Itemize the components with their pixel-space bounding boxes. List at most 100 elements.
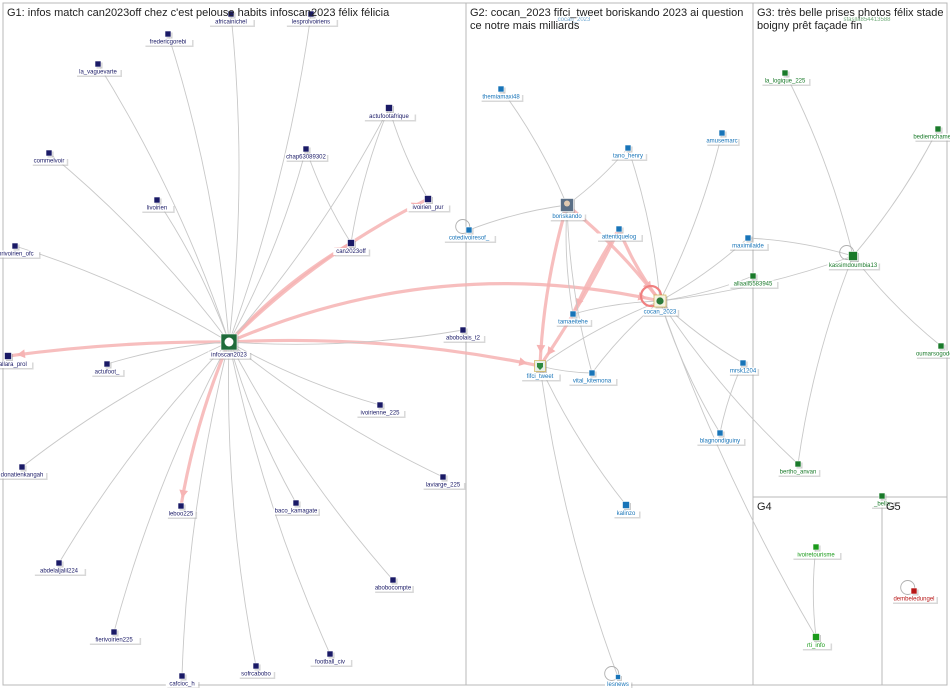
node-avatar [740,360,746,366]
node-label: blagnondiguiny [700,439,740,445]
g4-title: G4 [757,501,772,513]
node-avatar [938,343,944,349]
node-avatar [165,31,171,37]
node-label: amusemarc [706,139,737,145]
node-label: attentiquelog [602,235,636,241]
node-label: abobolais_t2 [446,336,481,342]
node-label: ivoirien_pur [412,205,443,211]
node-avatar [19,464,25,470]
node-avatar [745,235,751,241]
node-label: kalinzo [617,511,636,517]
node-avatar [293,500,299,506]
node-avatar [498,86,504,92]
node-label: fredericgorebi [150,40,187,46]
node-label: can2023off [336,249,366,255]
node-label: maximilaide [732,244,764,250]
node-avatar [303,146,309,152]
node-label: la_vaguevarte [79,70,117,76]
node-label: cafcioc_h [169,682,194,688]
node-label: lesprolvoiriens [292,20,330,26]
node-label: cotedivoiresof_ [449,236,490,242]
node-label: la_logique_225 [765,79,806,85]
node-label: oumarsogodogo13 [916,352,950,358]
node-avatar [386,105,393,112]
node-label: ivoirienne_225 [360,411,400,417]
pane-g3 [753,3,947,497]
node-avatar [813,634,820,641]
node-avatar [348,240,355,247]
node-avatar [623,502,630,509]
node-avatar [56,560,62,566]
node-avatar [879,493,885,499]
node-avatar [12,243,18,249]
node-label: dembeledungel [893,597,934,603]
node-label: tano_henry [613,154,643,160]
node-avatar [390,577,396,583]
node-label: mrsk1204 [730,369,757,375]
node-avatar [750,273,756,279]
node-avatar [466,227,472,233]
node-avatar [589,370,595,376]
node-avatar [460,327,466,333]
node-avatar [5,353,12,360]
node-label: abdelaljalil224 [40,569,79,575]
node-avatar [178,503,184,509]
node-avatar [377,402,383,408]
g3-title-line2: boigny prêt façade fin [757,20,862,32]
g2-title-line1: G2: cocan_2023 fifci_tweet boriskando 20… [470,7,743,19]
node-label: actufootafrique [369,114,409,120]
node-label: vital_kitemona [573,379,612,385]
portrait-icon [564,201,570,207]
node-label: bediemchamedm8 [913,135,950,141]
g1-title: G1: infos match can2023off chez c'est pe… [7,7,390,19]
node-avatar [782,70,788,76]
node-label: commelvoir [34,159,65,165]
node-avatar [625,145,631,151]
node-avatar [440,474,446,480]
node-label: abobocompte [375,586,412,592]
node-label: actufoot_ [95,370,120,376]
node-avatar [570,311,576,317]
badge-icon [225,338,234,347]
node-label: cocan_2023 [644,310,677,316]
node-label: africainichel [215,20,247,26]
node-label: rti_info [807,643,826,649]
node-avatar [719,130,725,136]
node-avatar [327,651,333,657]
node-avatar [111,629,117,635]
node-label: lesnews [607,682,629,688]
node-avatar [179,673,185,679]
node-label: fierivoirien225 [95,638,133,644]
g3-title-line1: G3: très belle prises photos félix stade [757,7,943,19]
node-label: infoscan2023 [211,353,247,359]
node-avatar [935,126,941,132]
node-label: bertho_anvan [780,470,817,476]
node-label: chap63089302 [286,155,326,161]
node-label: mrivoirien_ofc [0,252,34,258]
node-label: themiamaxi48 [482,95,520,101]
node-label: football_civ [315,660,345,666]
node-label: boriskando [552,214,582,220]
node-avatar [104,361,110,367]
node-label: baco_kamagate [275,509,318,515]
node-label: allaall5583945 [734,282,773,288]
node-label: acuallara_prol [0,362,27,368]
node-avatar [95,61,101,67]
node-avatar [154,197,160,203]
node-label: leboo225 [169,512,194,518]
g5-title: G5 [886,501,901,513]
node-label: livoirien [147,206,167,212]
pane-g2 [466,3,753,685]
node-avatar [253,663,259,669]
node-avatar [46,150,52,156]
node-label: fifci_tweet [527,374,554,380]
node-avatar [616,675,621,680]
node-label: sofrcabobo [241,672,271,678]
node-label: laviarge_225 [426,483,461,489]
node-avatar [849,252,858,261]
node-label: tamaeitehe [558,320,588,326]
node-avatar [425,196,432,203]
pane-g4 [753,497,882,685]
logo-icon [656,297,663,304]
